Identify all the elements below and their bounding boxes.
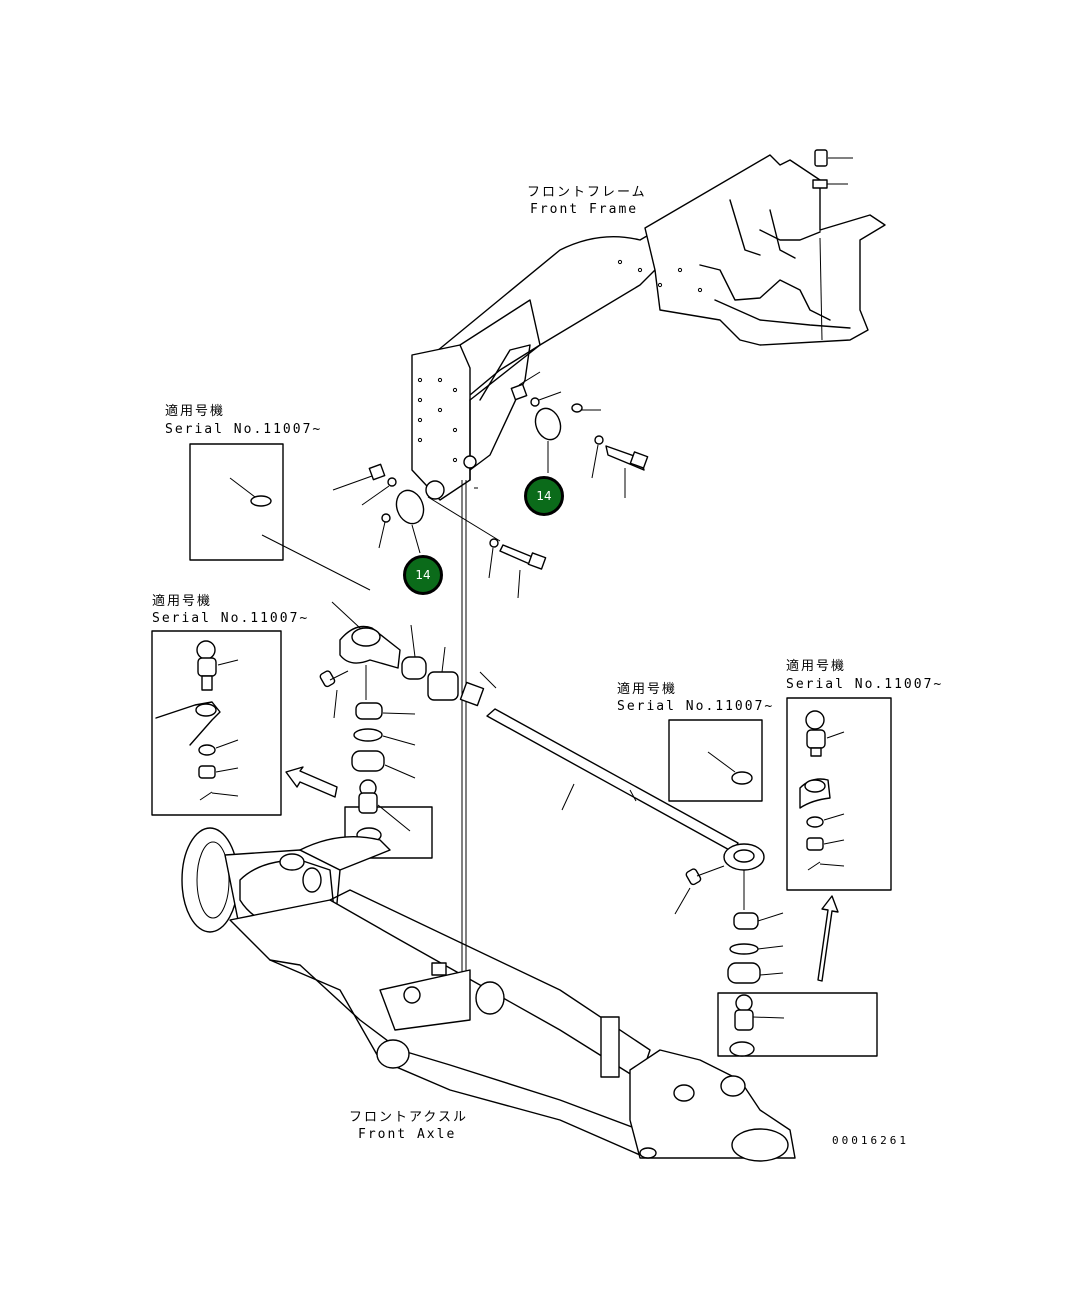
- serial-label-en-1: Serial No.11007~: [165, 422, 323, 437]
- front-axle-label-en: Front Axle: [358, 1127, 457, 1142]
- serial-label-en-3: Serial No.11007~: [786, 677, 944, 692]
- front-axle-label-jp: フロントアクスル: [349, 1110, 468, 1125]
- front-frame: [411, 149, 886, 501]
- pin-hardware: [332, 371, 649, 1000]
- serial-label-jp-2: 適用号機: [152, 594, 213, 609]
- callout-14-upper[interactable]: 14: [524, 476, 564, 516]
- right-joint-stack: [727, 870, 785, 1057]
- left-joint-stack: [351, 665, 416, 843]
- detail-boxes: [151, 443, 892, 1057]
- callout-14-lower[interactable]: 14: [403, 555, 443, 595]
- drawing-number: 00016261: [832, 1134, 909, 1147]
- tie-rod: [319, 601, 765, 915]
- serial-label-jp-1: 適用号機: [165, 404, 226, 419]
- front-frame-label-en: Front Frame: [530, 202, 639, 217]
- serial-label-jp-3: 適用号機: [786, 659, 847, 674]
- front-axle: [181, 827, 796, 1162]
- serial-label-en-4: Serial No.11007~: [617, 699, 775, 714]
- arrows: [285, 766, 839, 982]
- serial-label-en-2: Serial No.11007~: [152, 611, 310, 626]
- front-frame-label-jp: フロントフレーム: [527, 185, 647, 200]
- serial-label-jp-4: 適用号機: [617, 682, 678, 697]
